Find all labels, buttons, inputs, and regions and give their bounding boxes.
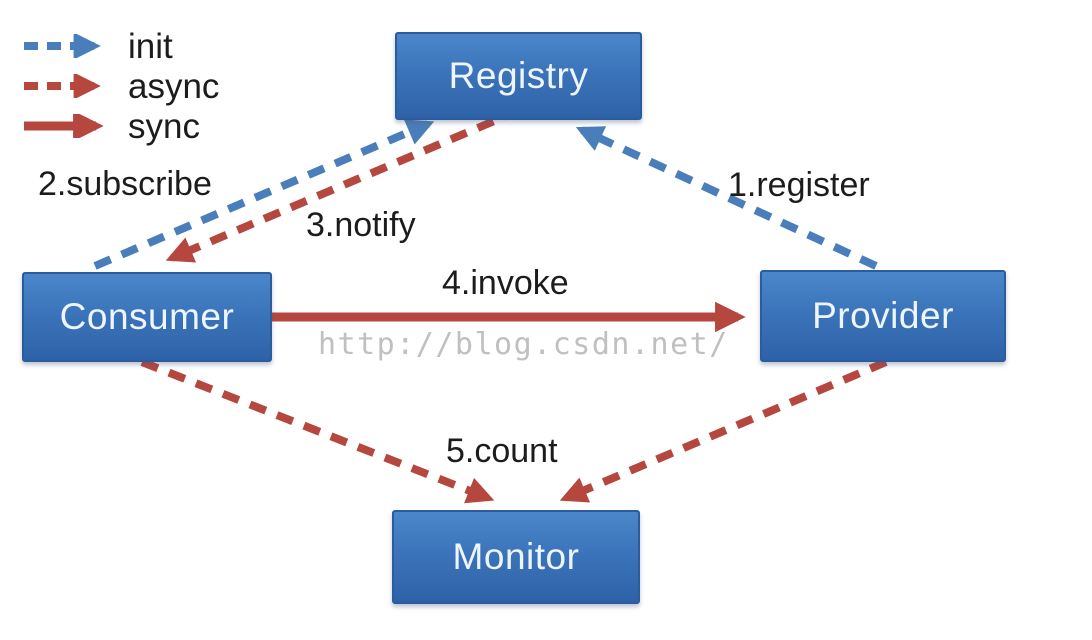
- async-dashed-arrow-icon: [24, 74, 101, 98]
- legend-label-sync: sync: [128, 106, 200, 146]
- legend: init async sync: [22, 26, 219, 146]
- legend-label-init: init: [128, 26, 173, 66]
- legend-label-async: async: [128, 66, 220, 106]
- watermark-text: http://blog.csdn.net/: [318, 327, 729, 362]
- edge-label-invoke: 4.invoke: [442, 264, 569, 302]
- legend-item-sync: sync: [22, 106, 219, 146]
- edge-subscribe-arrow: [93, 119, 435, 270]
- legend-item-init: init: [22, 26, 219, 66]
- legend-item-async: async: [22, 66, 219, 106]
- edge-label-count: 5.count: [446, 432, 558, 470]
- edge-count-consumer-arrow: [140, 358, 495, 504]
- node-provider: Provider: [760, 270, 1006, 362]
- edge-register-arrow: [575, 126, 878, 270]
- sync-solid-arrow-icon: [24, 114, 104, 138]
- edge-label-subscribe: 2.subscribe: [38, 165, 212, 203]
- init-dashed-arrow-icon: [24, 34, 101, 58]
- node-registry: Registry: [395, 32, 642, 120]
- edge-label-register: 1.register: [728, 166, 870, 204]
- node-monitor: Monitor: [392, 510, 640, 604]
- edge-label-notify: 3.notify: [306, 206, 416, 244]
- edge-count-provider-arrow: [559, 358, 888, 503]
- node-consumer: Consumer: [22, 272, 272, 362]
- edge-notify-arrow: [165, 106, 522, 263]
